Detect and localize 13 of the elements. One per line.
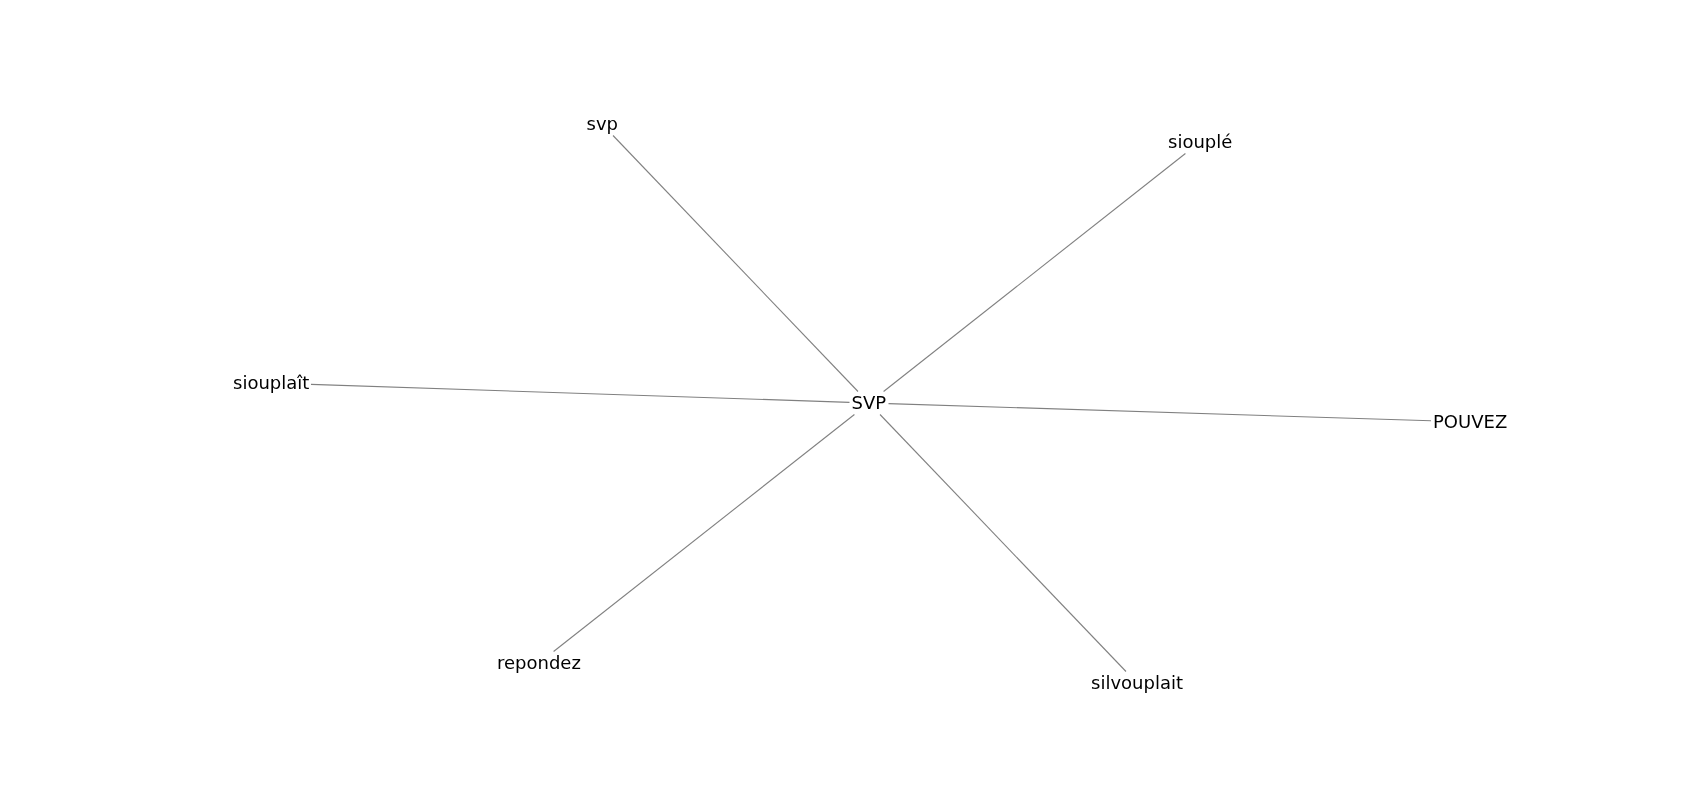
word-label: silvouplait (1089, 671, 1185, 695)
connector-line (553, 413, 855, 653)
word-label: svp (584, 112, 620, 136)
word-label: POUVEZ (1431, 410, 1510, 434)
connector-line (310, 383, 851, 403)
word-label: siouplaît (231, 371, 312, 395)
connector-line (612, 134, 859, 393)
word-label: repondez (495, 651, 583, 675)
connector-line (883, 152, 1186, 393)
connector-line (887, 403, 1432, 422)
word-label: SVP (849, 391, 889, 415)
word-label: siouplé (1166, 130, 1235, 154)
connector-line (879, 413, 1127, 673)
